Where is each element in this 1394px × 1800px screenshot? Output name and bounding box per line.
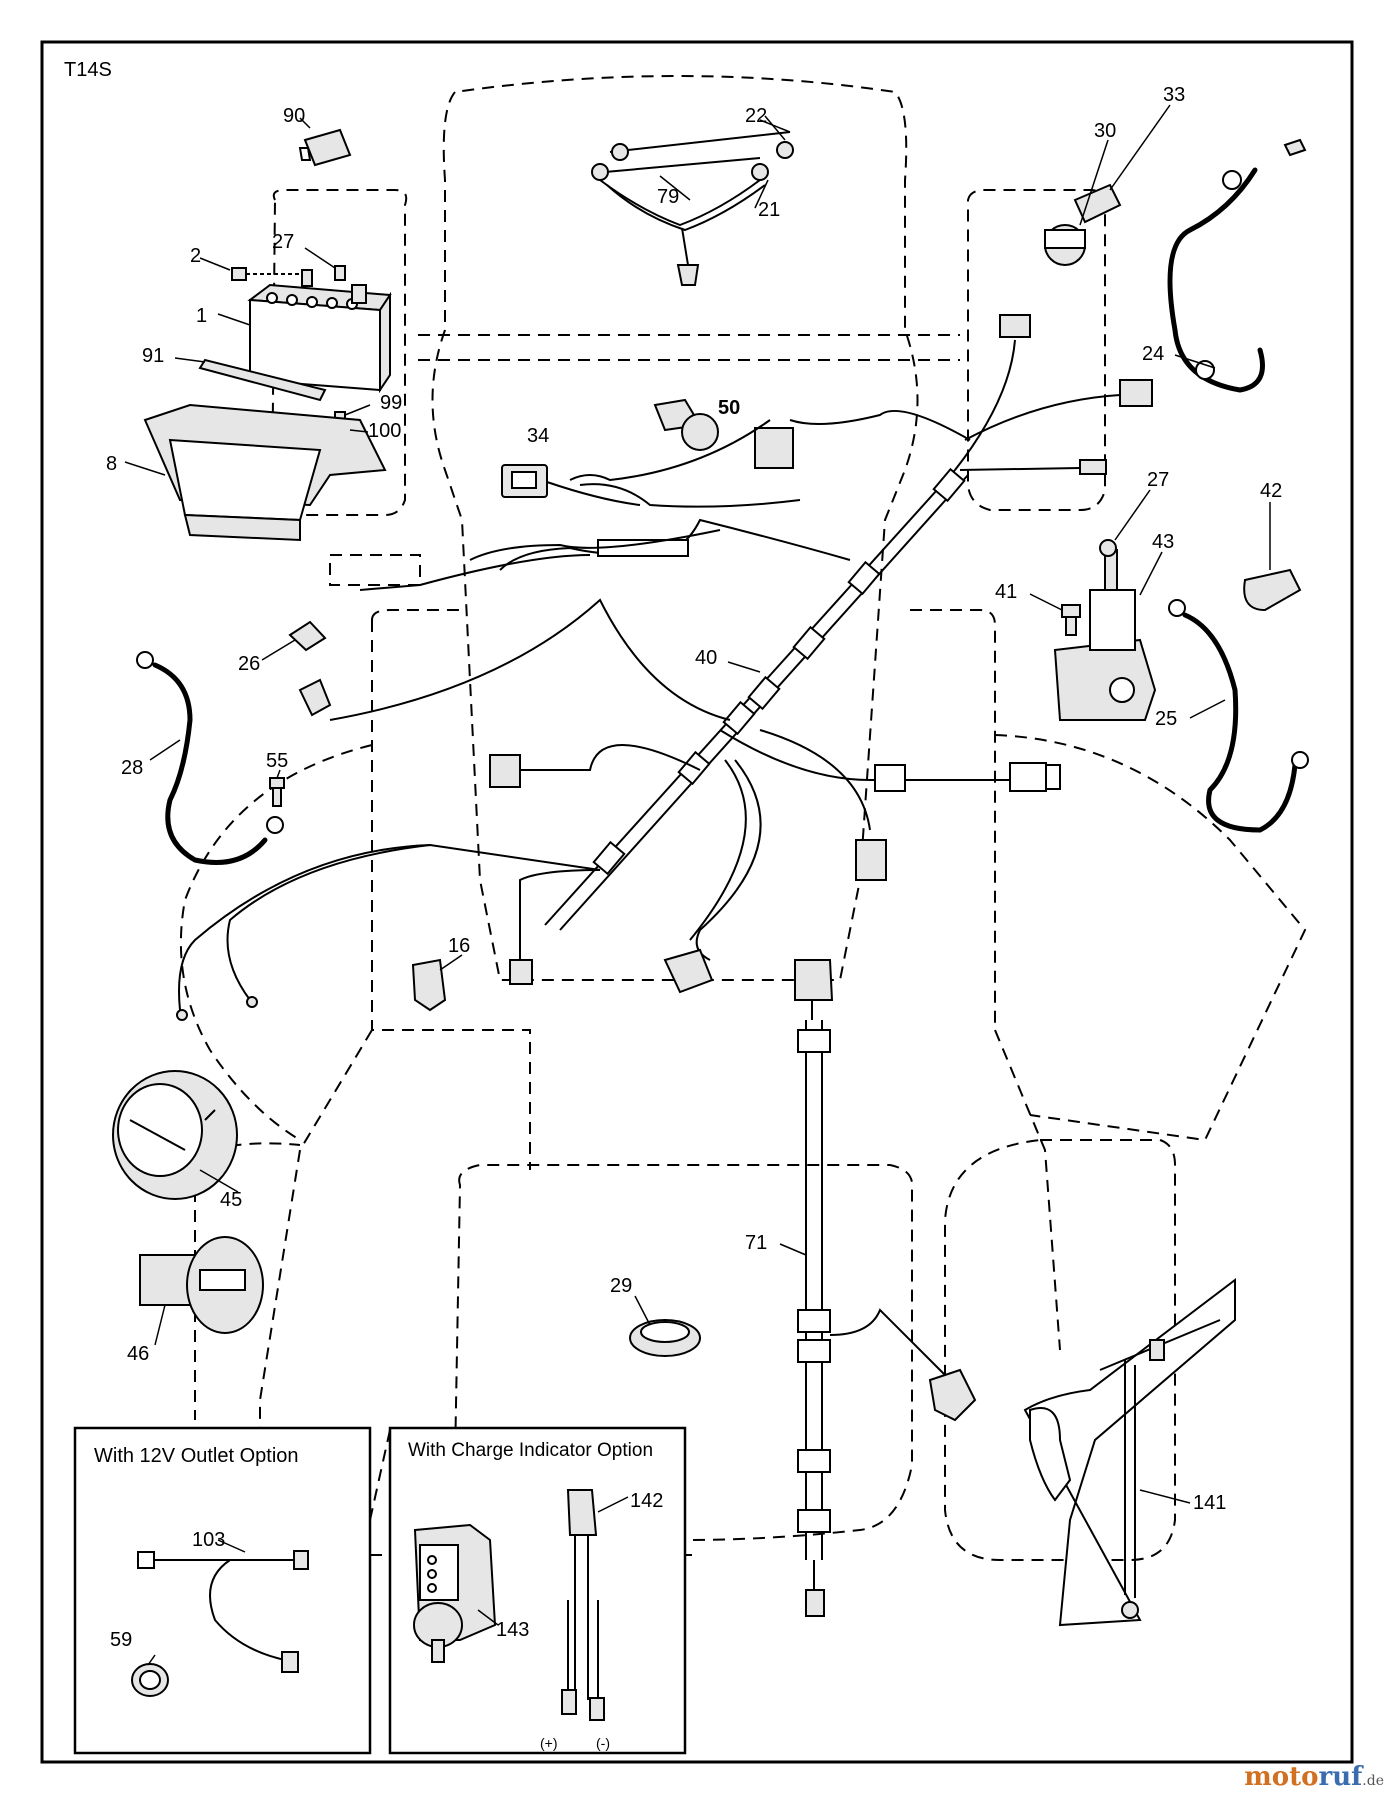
svg-text:(-): (-) [596,1735,610,1751]
diagram-frame [40,40,1354,1764]
callout-99: 99 [380,392,402,414]
bolt-2 [231,267,300,281]
nut-27 [1099,539,1117,557]
hold-down-strap-91 [198,358,327,402]
callout-34: 34 [527,425,549,447]
callout-29: 29 [610,1275,632,1297]
battery-1 [247,269,392,394]
callout-40: 40 [695,647,717,669]
callout-labels: 90 2 27 1 91 99 100 8 22 79 21 50 34 30 … [106,84,1282,1651]
callout-41: 41 [995,581,1017,603]
bolt-41 [1061,604,1081,636]
callout-21: 21 [758,199,780,221]
callout-71: 71 [745,1232,767,1254]
hour-meter-46 [139,1236,264,1334]
battery-group [124,117,392,542]
relay-16 [411,958,447,1012]
ignition-key-33 [1073,183,1122,224]
solenoid-43 [1053,549,1157,721]
callout-141: 141 [1193,1492,1226,1514]
hour-meter-45 [112,1070,238,1200]
callout-143: 143 [496,1619,529,1641]
pto-switch-34 [501,464,641,506]
svg-text:With Charge Indicator Option: With Charge Indicator Option [408,1440,653,1461]
callout-142: 142 [630,1490,663,1512]
mounting-bracket-141 [1023,1277,1236,1627]
inset-charge-indicator: With Charge Indicator Option (+) (-) [388,1426,687,1755]
callout-79: 79 [657,186,679,208]
terminal-boot-42 [1243,568,1302,612]
callout-2: 2 [190,245,201,267]
battery-cable-24 [1167,138,1307,393]
ground-cable-28 [136,651,284,865]
callout-59: 59 [110,1629,132,1651]
callout-28: 28 [121,757,143,779]
callout-27b: 27 [1147,469,1169,491]
fuse-26 [288,620,327,652]
callout-91: 91 [142,345,164,367]
light-switch-29 [629,1319,701,1357]
callout-45: 45 [220,1189,242,1211]
callout-42: 42 [1260,480,1282,502]
wire-harness-40 [176,314,1153,1021]
leader-lines [149,104,1271,1504]
bolt-55 [269,777,285,807]
watermark-part2: ruf [1318,1762,1363,1792]
callout-1: 1 [196,305,207,327]
callout-26: 26 [238,653,260,675]
callout-33: 33 [1163,84,1185,106]
callout-25: 25 [1155,708,1177,730]
callout-43: 43 [1152,531,1174,553]
watermark: motoruf.de [1244,1762,1384,1792]
callout-46: 46 [127,1343,149,1365]
nut-27-battery [334,265,346,281]
svg-text:With 12V Outlet Option: With 12V Outlet Option [94,1445,299,1467]
svg-text:(+): (+) [540,1735,558,1751]
callout-50: 50 [718,397,740,419]
model-code: T14S [64,59,112,81]
callout-8: 8 [106,453,117,475]
inset-12v-outlet: With 12V Outlet Option [73,1426,372,1755]
seat-switch-50 [653,398,719,451]
callout-90: 90 [283,105,305,127]
callout-103: 103 [192,1529,225,1551]
terminal-cover-90 [298,128,352,167]
battery-cable-25 [1168,599,1309,833]
callout-22: 22 [745,105,767,127]
callout-16: 16 [448,935,470,957]
headlight-group [591,119,794,286]
tractor-outline [179,75,1307,1561]
callout-30: 30 [1094,120,1116,142]
ignition-switch-30 [1044,224,1086,266]
watermark-suffix: .de [1362,1773,1384,1789]
callout-55: 55 [266,750,288,772]
watermark-part1: moto [1244,1762,1319,1792]
battery-tray-8 [143,403,387,542]
wire-harness-71 [794,959,977,1617]
callout-24: 24 [1142,343,1164,365]
callout-27: 27 [272,231,294,253]
callout-100: 100 [368,420,401,442]
